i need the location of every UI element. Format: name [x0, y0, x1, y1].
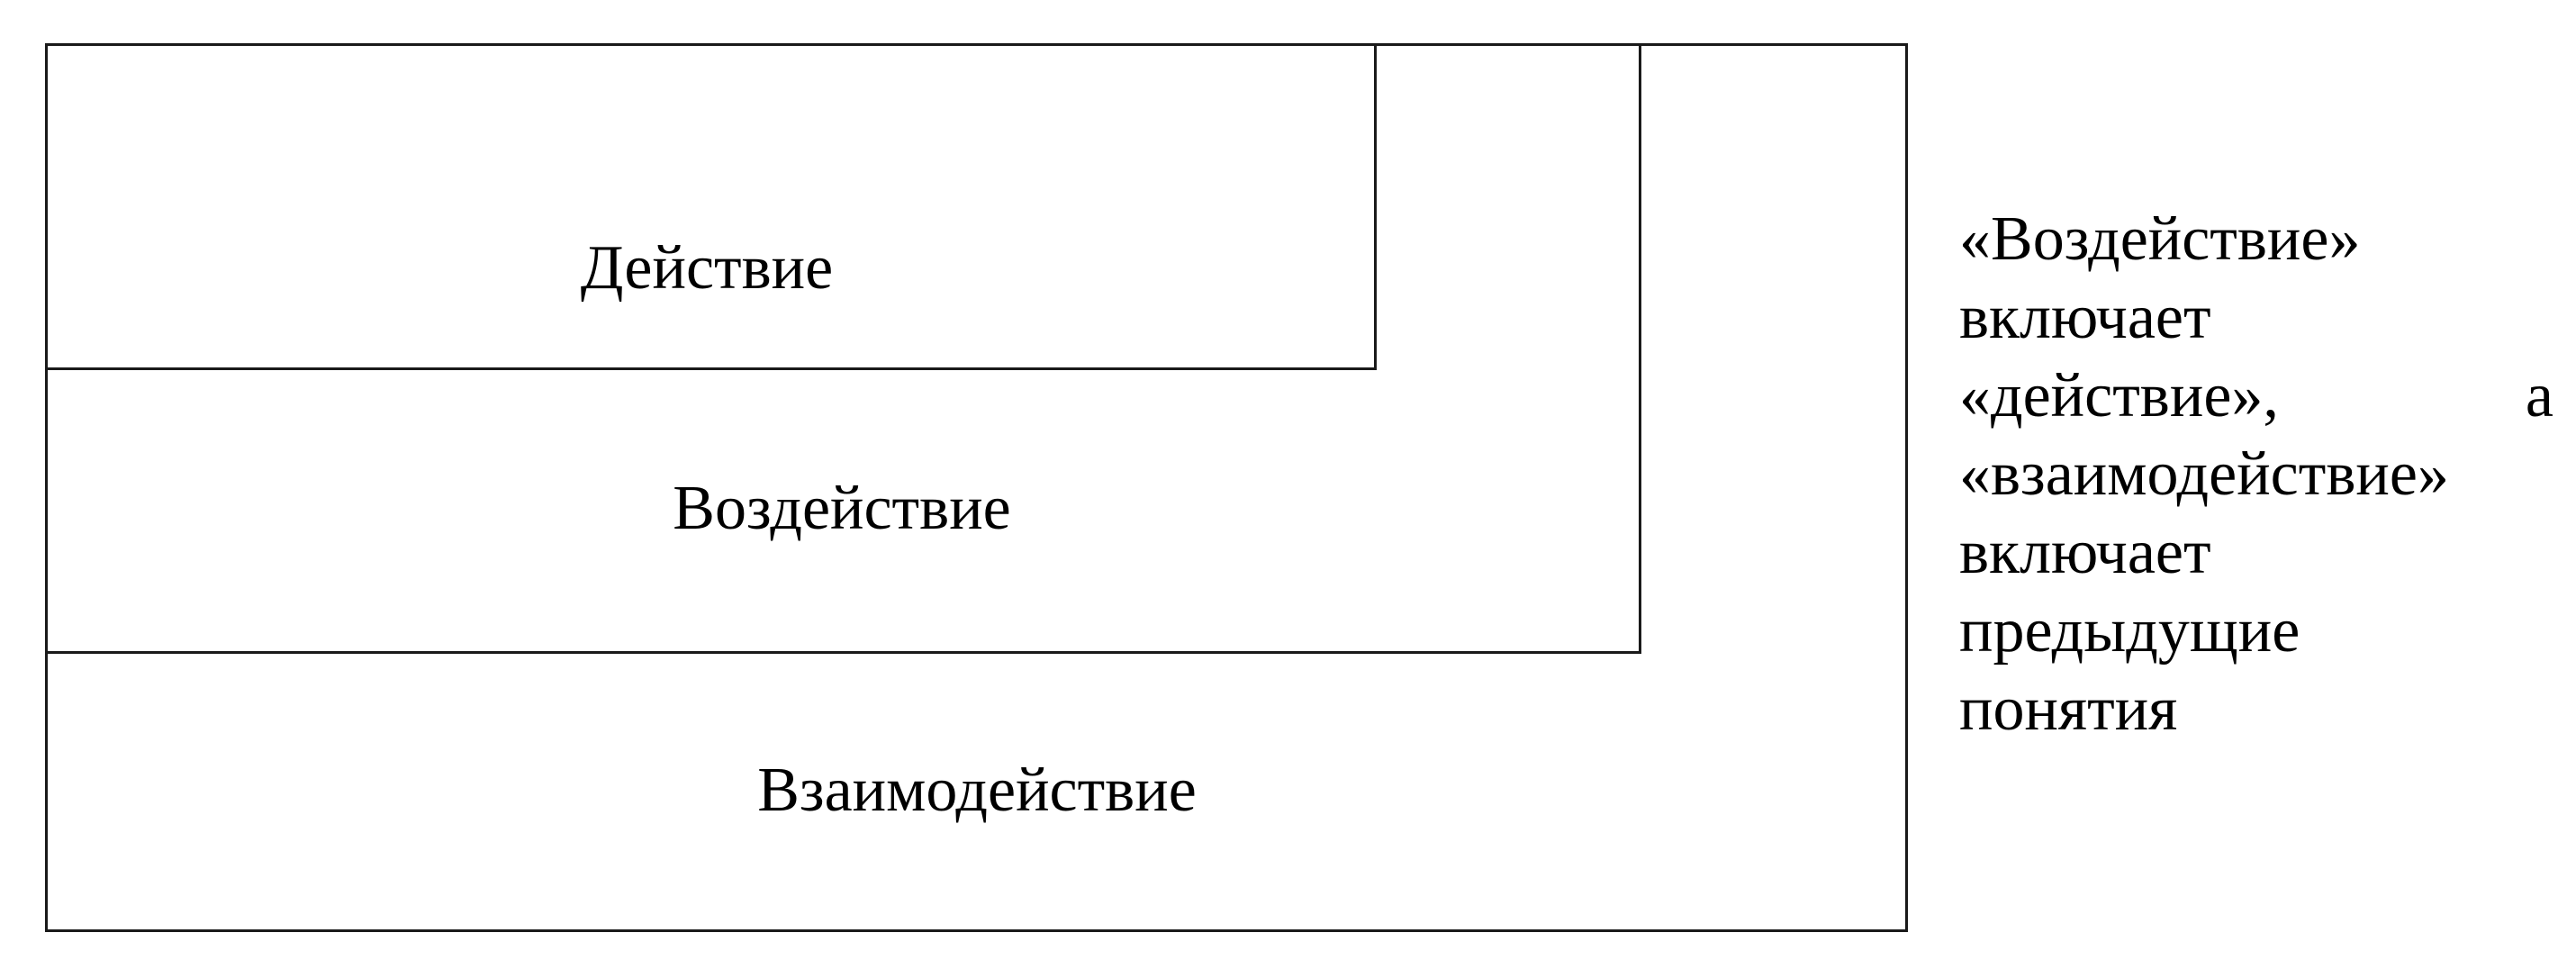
box-action	[45, 43, 1377, 370]
note-line-3: «действие», а	[1959, 357, 2553, 435]
note-line-1: «Воздействие»	[1959, 204, 2361, 274]
label-action: Действие	[580, 233, 834, 303]
label-interaction: Взаимодействие	[757, 756, 1197, 825]
note-line-2: включает	[1959, 283, 2211, 352]
note-line-4: «взаимодействие»	[1959, 439, 2449, 509]
explanation-note: «Воздействие» включает «действие», а «вз…	[1959, 200, 2553, 748]
note-line-7: понятия	[1959, 675, 2178, 744]
label-influence: Воздействие	[673, 474, 1011, 543]
note-line-3-left: «действие»,	[1959, 361, 2279, 430]
note-line-5: включает	[1959, 518, 2211, 587]
note-line-3-right: а	[2525, 361, 2553, 430]
note-line-6: предыдущие	[1959, 596, 2300, 666]
